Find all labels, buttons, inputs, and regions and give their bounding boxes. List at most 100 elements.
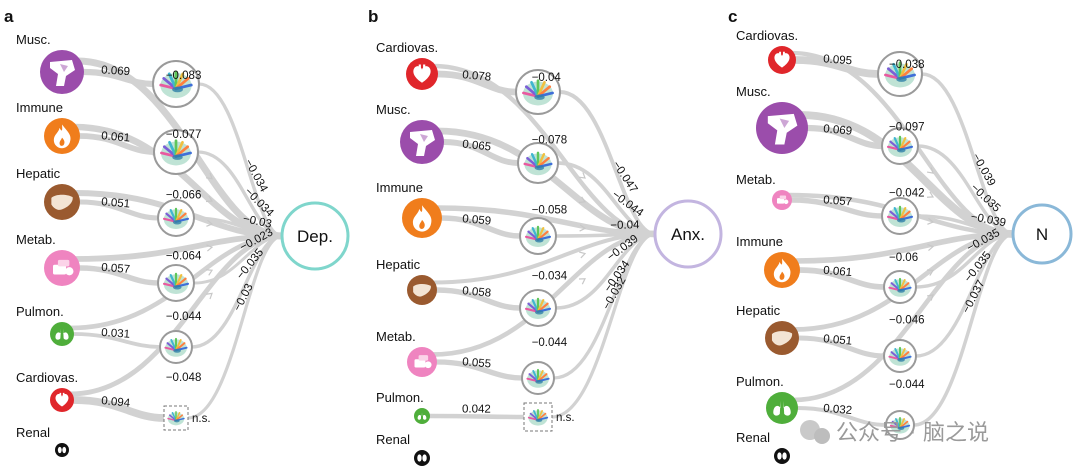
arrow-head	[206, 219, 214, 227]
arrow-head	[205, 292, 213, 300]
coef-organ-to-brain: 0.051	[823, 333, 853, 348]
brain-icon	[888, 346, 912, 366]
organ-label: Hepatic	[16, 166, 61, 181]
coef-organ-to-target: −0.044	[166, 311, 202, 323]
organ-label: Pulmon.	[16, 304, 64, 319]
brain-icon	[164, 337, 188, 357]
heart-icon	[774, 51, 790, 68]
coef-organ-to-brain: 0.061	[101, 130, 131, 144]
lungs-icon	[417, 412, 427, 420]
target-node: N	[1011, 203, 1073, 265]
brain-icon	[160, 139, 192, 166]
edge-organ-to-brain	[434, 287, 523, 311]
organ-label: Musc.	[16, 32, 51, 47]
panel-a: aMusc.0.069−0.083−0.034Immune0.061−0.077…	[4, 7, 350, 457]
coef-organ-to-brain: 0.042	[462, 403, 491, 415]
organ-label: Pulmon.	[376, 390, 424, 405]
ns-label: n.s.	[556, 412, 575, 424]
coef-organ-to-target: −0.083	[166, 70, 202, 82]
coef-organ-to-target: −0.097	[889, 121, 925, 133]
organ-pulmon: Pulmon.n.s.0.042−0.032	[376, 275, 629, 432]
edge-organ-to-target	[791, 231, 1016, 264]
organ-label: Immune	[736, 234, 783, 249]
coef-organ-to-brain: 0.061	[823, 265, 853, 279]
arrow-head	[579, 224, 587, 232]
arrow-head	[926, 191, 935, 198]
organ-label: Immune	[16, 100, 63, 115]
organ-label: Renal	[16, 425, 50, 440]
edge-brain-to-target	[920, 72, 1015, 236]
liver-icon	[771, 331, 793, 346]
kidney-icon-circle	[55, 443, 69, 457]
heart-icon	[413, 64, 431, 83]
liver-icon	[51, 194, 73, 210]
brain-icon	[886, 205, 914, 228]
wechat-icon-2	[814, 428, 830, 444]
brain-icon	[167, 411, 185, 426]
coef-organ-to-target: −0.058	[532, 204, 568, 216]
organ-renal: Renal	[376, 432, 430, 466]
watermark-text: 公众号 · 脑之说	[836, 421, 989, 446]
metabolism-icon	[414, 355, 432, 369]
flame-icon	[773, 258, 791, 283]
edge-brain-to-target	[558, 90, 657, 236]
coef-organ-to-target: −0.044	[532, 337, 568, 349]
coef-organ-to-brain: 0.069	[823, 123, 853, 138]
edge-brain-to-target	[197, 82, 284, 238]
coef-organ-to-brain: 0.069	[101, 64, 130, 78]
organ-label: Hepatic	[376, 257, 421, 272]
edge-organ-to-target	[71, 233, 285, 262]
organ-label: Metab.	[16, 232, 56, 247]
edge-organ-to-brain	[797, 267, 887, 290]
edge-brain-to-target	[912, 232, 1015, 427]
target-label: Anx.	[671, 225, 705, 244]
panel-letter: b	[368, 7, 378, 26]
organ-label: Metab.	[376, 329, 416, 344]
lungs-icon-circle	[414, 408, 430, 424]
lungs-icon	[773, 400, 791, 416]
edge-organ-to-brain	[804, 124, 886, 150]
panel-b: bCardiovas.0.078−0.04−0.047Musc.0.065−0.…	[368, 7, 723, 466]
organ-renal: Renal	[16, 425, 69, 457]
panel-c: cCardiovas.0.095−0.038−0.039Musc.0.069−0…	[728, 7, 1073, 464]
panel-letter: c	[728, 7, 737, 26]
edge-organ-to-brain	[796, 335, 887, 359]
edge-organ-to-target	[790, 231, 1016, 403]
arrow-head	[205, 269, 214, 276]
edges	[427, 63, 659, 420]
flame-icon	[412, 205, 432, 232]
organ-label: Musc.	[736, 84, 771, 99]
panel-letter: a	[4, 7, 14, 26]
brain-icon	[524, 297, 552, 320]
edge-organ-to-brain	[789, 197, 885, 219]
coef-organ-to-target: −0.064	[166, 250, 202, 262]
arrow-head	[205, 172, 213, 180]
organ-cardiovas: Cardiovas.0.078−0.04−0.047	[376, 40, 639, 195]
brain-icon	[886, 135, 914, 158]
edge-organ-to-brain	[439, 215, 523, 239]
organ-label: Metab.	[736, 172, 776, 187]
coef-brain-to-target: −0.03	[232, 282, 256, 313]
kidney-icon	[417, 454, 427, 462]
edge-organ-to-brain	[72, 332, 162, 349]
kidney-icon-circle	[414, 450, 430, 466]
coef-organ-to-target: −0.044	[889, 379, 925, 391]
coef-brain-to-target: −0.04	[610, 219, 640, 232]
coef-organ-to-target: −0.077	[166, 129, 202, 141]
coef-organ-to-target: −0.078	[532, 134, 568, 146]
coef-organ-to-brain: 0.031	[101, 327, 131, 341]
coef-brain-to-target: −0.037	[960, 278, 987, 315]
edge-brain-to-target	[196, 150, 284, 238]
arrow-head	[579, 251, 587, 259]
muscle-icon	[50, 60, 75, 86]
brain-icon	[884, 61, 916, 88]
organ-label: Renal	[736, 430, 770, 445]
flame-icon	[53, 124, 71, 149]
metabolism-icon	[53, 259, 74, 276]
coef-organ-to-target: −0.066	[166, 190, 202, 202]
brain-icon	[523, 151, 553, 176]
edge-brain-to-target	[916, 144, 1015, 236]
coef-organ-to-brain: 0.078	[462, 69, 492, 84]
